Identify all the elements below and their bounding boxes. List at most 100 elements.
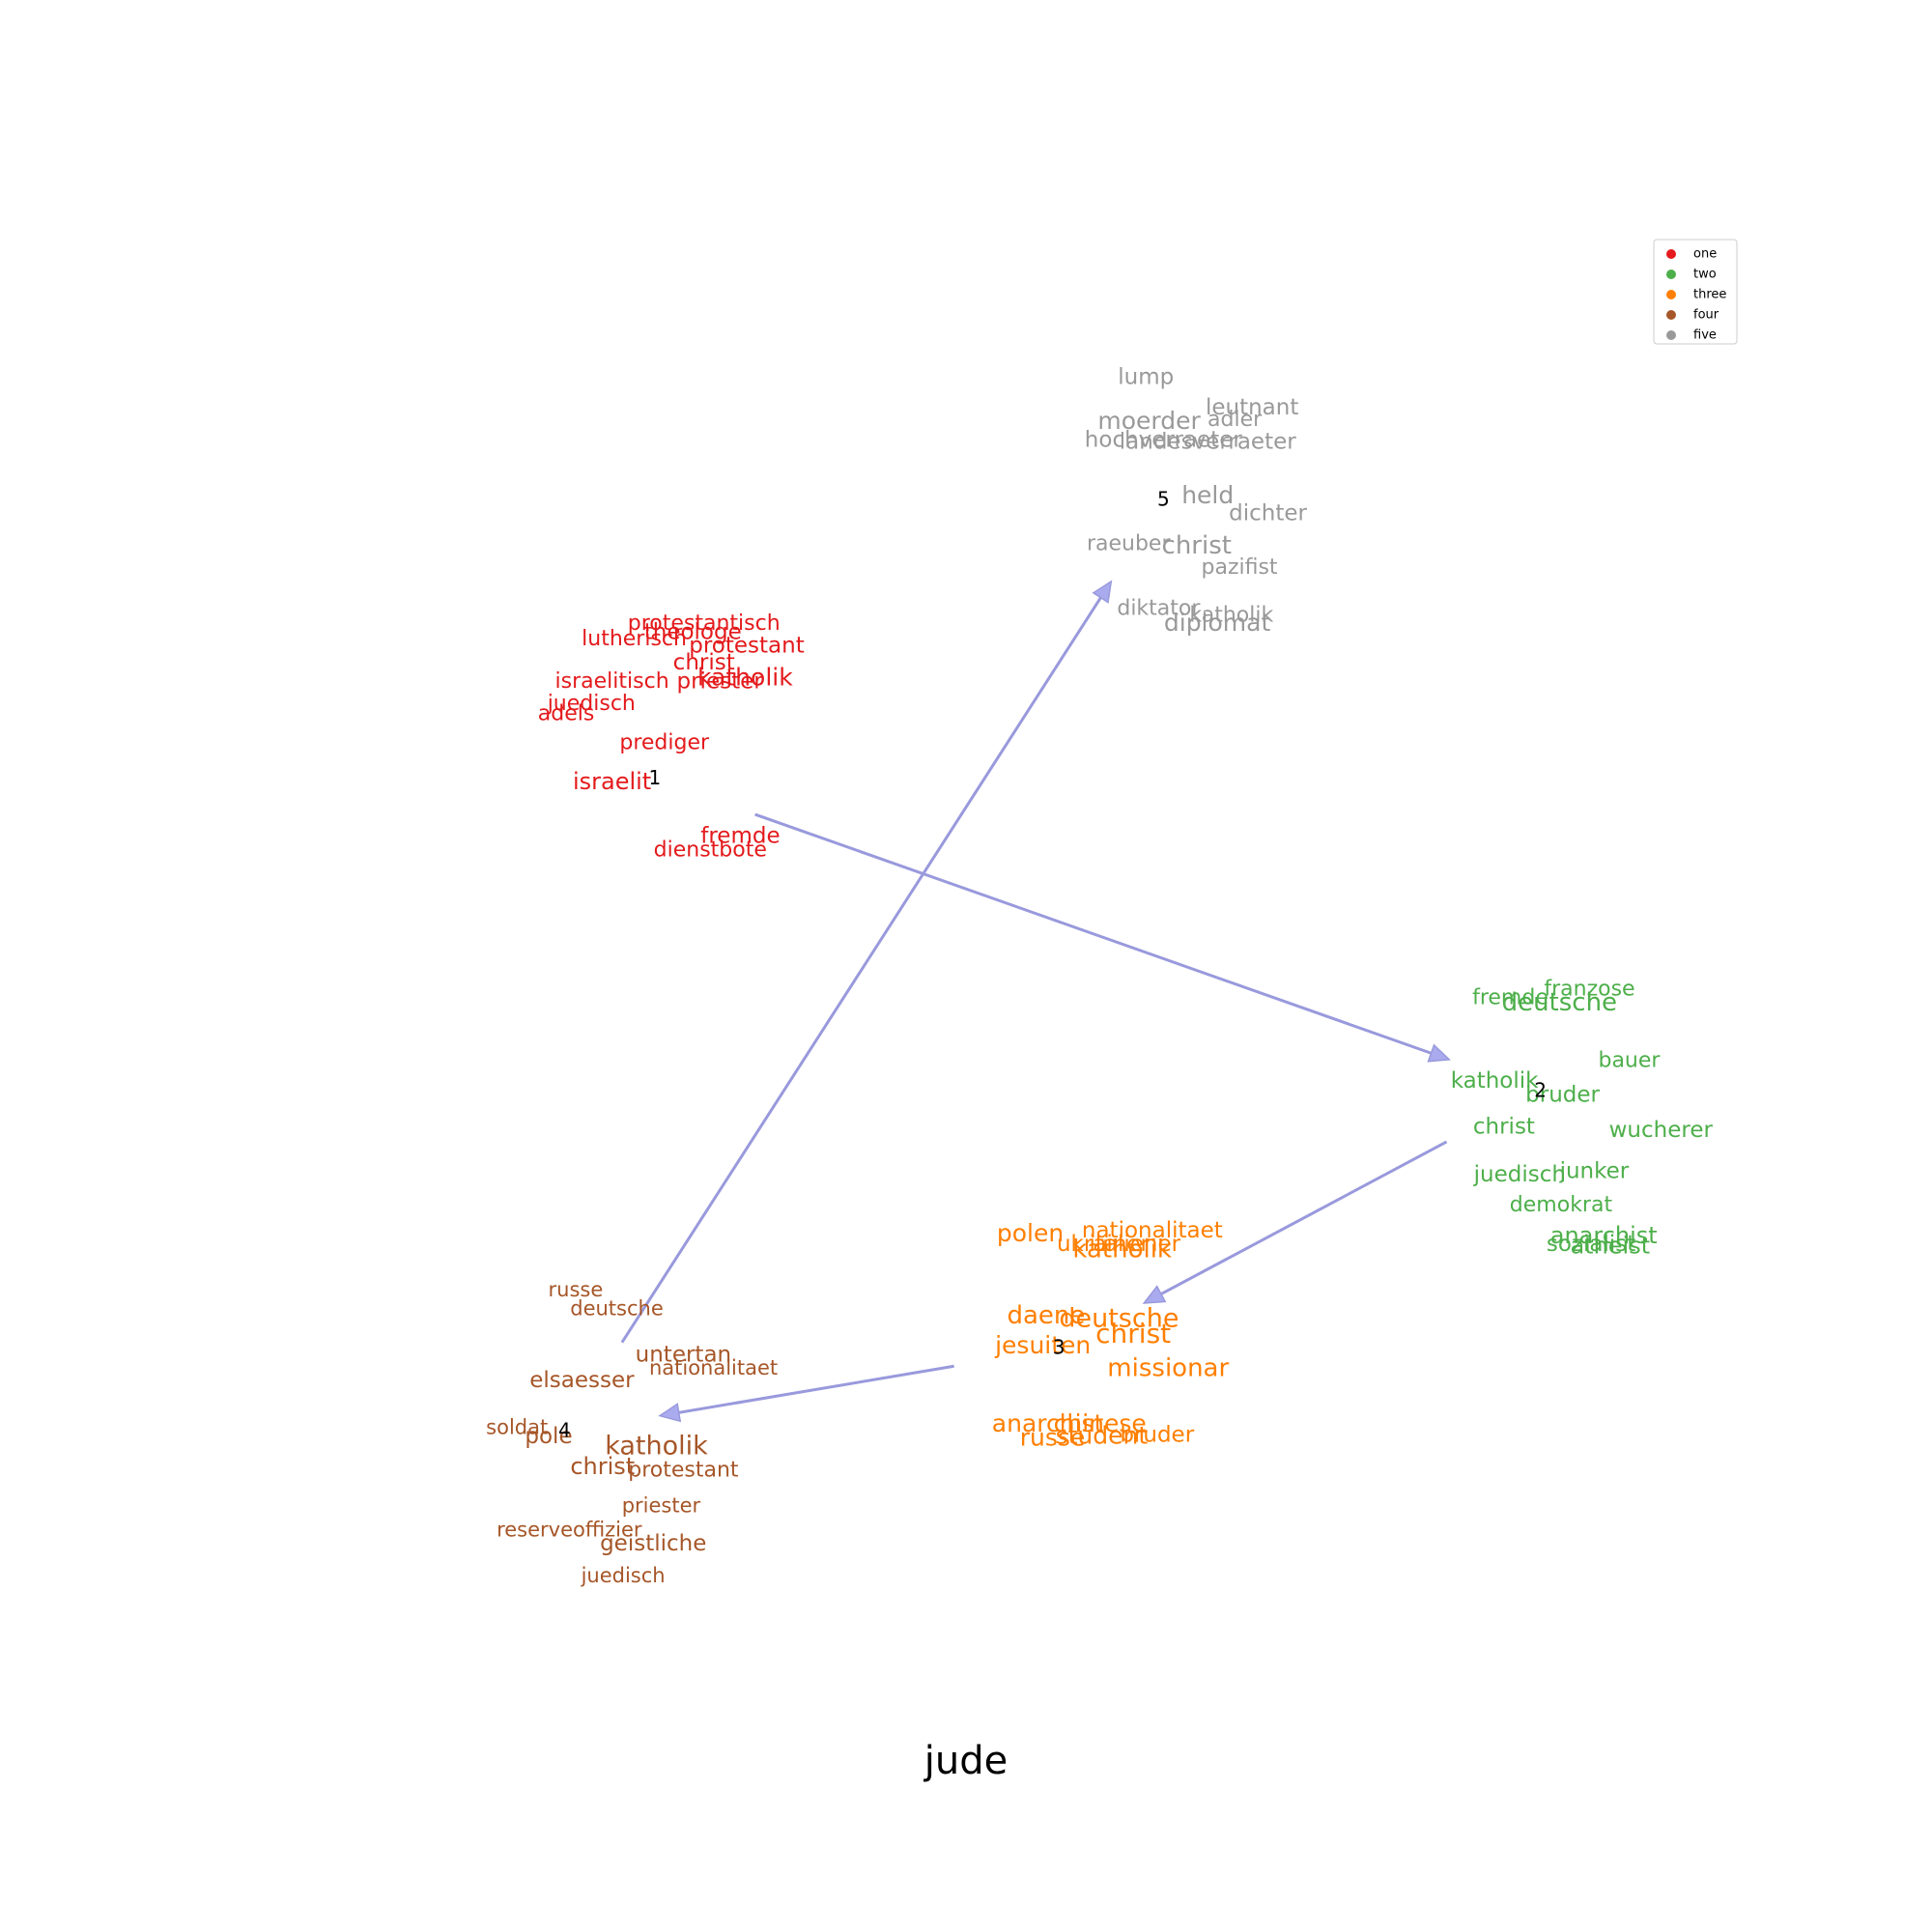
word-label: untertan [636,1343,731,1368]
word-label: katholik [697,664,793,692]
cluster-number-2: 2 [1534,1079,1547,1102]
word-label: dichter [1229,500,1307,526]
legend-marker-five [1666,330,1676,340]
word-label: dienstbote [654,838,767,862]
word-label: daene [1007,1301,1085,1330]
word-label: nationalitaet [649,1356,778,1379]
cluster-three-words: polen nationalitaetukraineritalienerkatho… [992,1218,1230,1451]
word-label: protestant [689,634,804,659]
transition-arrow-2-3 [1160,1140,1448,1295]
word-label: katholik [1189,603,1273,627]
word-label: christ [1162,531,1232,560]
word-label: hochverraeter [1085,428,1243,453]
word-label: diplomat [1164,609,1271,637]
transition-arrow-4-5 [620,596,1102,1344]
word-label: juedisch [1473,1162,1566,1187]
word-label: reserveoffizier [497,1518,642,1541]
legend-marker-one [1666,249,1676,259]
cluster-number-4: 4 [558,1419,571,1442]
transition-arrow-3-4 [678,1364,954,1414]
word-label: priester [622,1494,701,1518]
word-label: anarchist [992,1409,1104,1437]
word-label: geistliche [600,1531,706,1556]
legend-marker-four [1666,310,1676,320]
word-label: russe [549,1278,604,1301]
word-label: juedisch [581,1564,666,1587]
word-label: lump [1118,365,1174,390]
transition-arrowhead-3-4 [658,1403,682,1423]
word-label: katholik [1451,1068,1539,1094]
word-label: diktator [1117,596,1201,620]
legend-label-five: five [1693,328,1717,343]
word-label: jesuiten [994,1331,1091,1359]
cluster-number-3: 3 [1053,1336,1065,1359]
word-label: bruder [1525,1082,1600,1107]
legend-label-three: three [1693,288,1726,302]
word-label: pazifist [1202,555,1278,580]
word-label: fremde [1472,985,1548,1009]
word-label: atheist [1570,1232,1650,1259]
transition-arrows [620,580,1452,1423]
transition-arrowhead-2-3 [1142,1285,1167,1304]
legend-marker-two [1666,270,1676,279]
word-label: prediger [619,730,710,754]
legend-label-one: one [1693,247,1717,262]
word-label: christ [673,650,735,675]
word-label: franzose [1544,978,1634,1002]
word-label: deutsche [1502,988,1618,1017]
word-label: landesverraeter [1120,429,1296,454]
word-label: leutnant [1206,395,1298,420]
word-label: held [1181,481,1234,509]
legend-label-two: two [1693,268,1717,282]
word-label: chinese [1054,1409,1147,1437]
word-label: raeuber [1087,532,1172,556]
word-label: moerder [1097,407,1201,435]
transition-arrowhead-1-2 [1427,1043,1452,1063]
word-label: katholik [605,1432,708,1462]
word-label: israelit [573,768,651,795]
word-label: missionar [1107,1354,1229,1383]
word-label: demokrat [1510,1193,1613,1217]
word-label: elsaesser [529,1368,635,1393]
word-label: israelitisch [555,669,669,694]
transition-arrowhead-4-5 [1092,580,1113,604]
word-label: italiener [1089,1232,1180,1257]
cluster-number-5: 5 [1157,487,1170,510]
word-label: junker [1559,1158,1630,1183]
word-label: pole [525,1424,572,1449]
chart-title: jude [923,1739,1008,1783]
word-label: wucherer [1609,1118,1714,1143]
word-label: anarchist [1550,1222,1658,1249]
word-label: polen [997,1219,1064,1247]
word-label: christ [570,1453,635,1480]
word-label: adels [538,702,595,726]
word-label: bruder [1120,1422,1194,1447]
word-label: student [1056,1422,1149,1450]
word-label: nationalitaet [1082,1218,1223,1243]
word-label: priester [677,669,764,695]
word-label: bauer [1598,1049,1661,1073]
word-label: ukrainer [1057,1232,1151,1257]
word-label: theologe [644,620,742,645]
legend-items: one two three four five [1666,247,1726,343]
word-label: deutsche [1059,1304,1179,1334]
word-label: adler [1208,408,1263,432]
word-label: juedisch [547,692,636,716]
legend: one two three four five [1653,239,1738,345]
word-label: soldat [486,1416,548,1439]
legend-label-four: four [1693,308,1719,323]
word-label: sozialist [1547,1232,1635,1257]
word-label: deutsche [570,1297,664,1321]
word-label: katholik [1072,1235,1172,1264]
word-label: christ [1473,1115,1535,1140]
word-label: protestantisch [628,611,781,636]
word-label: russe [1020,1423,1086,1451]
legend-marker-three [1666,290,1676,299]
